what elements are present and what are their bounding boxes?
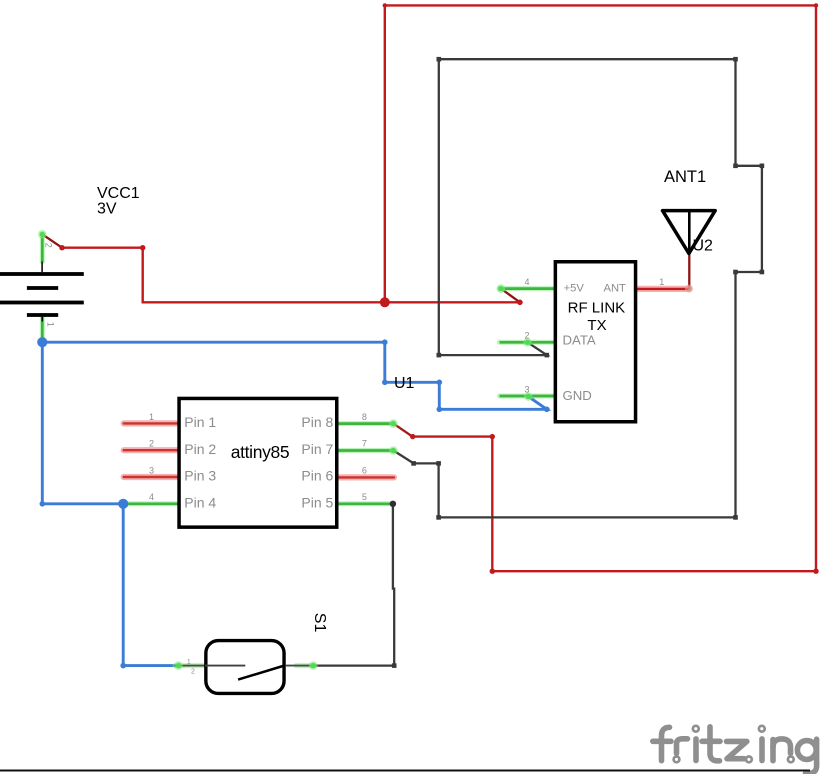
svg-text:3: 3	[149, 465, 154, 475]
svg-text:RF LINK: RF LINK	[568, 300, 626, 317]
svg-text:GND: GND	[563, 388, 592, 403]
svg-text:6: 6	[362, 465, 367, 475]
svg-text:1: 1	[187, 659, 191, 666]
svg-text:attiny85: attiny85	[231, 442, 290, 462]
svg-text:Pin 4: Pin 4	[184, 495, 216, 511]
svg-text:2: 2	[44, 243, 54, 248]
svg-text:2: 2	[191, 669, 195, 676]
svg-text:Pin 3: Pin 3	[184, 468, 216, 484]
svg-text:Pin 6: Pin 6	[301, 468, 333, 484]
svg-text:2: 2	[524, 331, 529, 341]
svg-text:ANT1: ANT1	[664, 168, 706, 186]
svg-text:Pin 2: Pin 2	[184, 441, 216, 457]
svg-text:Pin 8: Pin 8	[301, 414, 333, 430]
svg-text:DATA: DATA	[563, 333, 596, 348]
svg-text:U2: U2	[693, 237, 714, 254]
svg-text:5: 5	[362, 492, 367, 502]
svg-text:3: 3	[524, 384, 529, 394]
svg-text:1: 1	[659, 277, 664, 287]
svg-text:Pin 1: Pin 1	[184, 414, 216, 430]
svg-text:VCC1: VCC1	[97, 185, 140, 202]
svg-text:1: 1	[149, 412, 154, 422]
svg-text:4: 4	[149, 492, 154, 502]
svg-text:8: 8	[362, 412, 367, 422]
svg-text:U1: U1	[394, 375, 415, 392]
svg-text:1: 1	[46, 322, 56, 327]
svg-text:2: 2	[149, 439, 154, 449]
svg-text:Pin 5: Pin 5	[301, 495, 333, 511]
svg-text:+5V: +5V	[564, 282, 585, 294]
svg-text:7: 7	[362, 439, 367, 449]
svg-text:4: 4	[524, 277, 529, 287]
svg-text:ANT: ANT	[604, 282, 627, 294]
svg-text:S1: S1	[311, 613, 328, 633]
svg-text:TX: TX	[587, 317, 606, 334]
svg-text:3V: 3V	[97, 201, 117, 218]
svg-text:Pin 7: Pin 7	[301, 441, 333, 457]
